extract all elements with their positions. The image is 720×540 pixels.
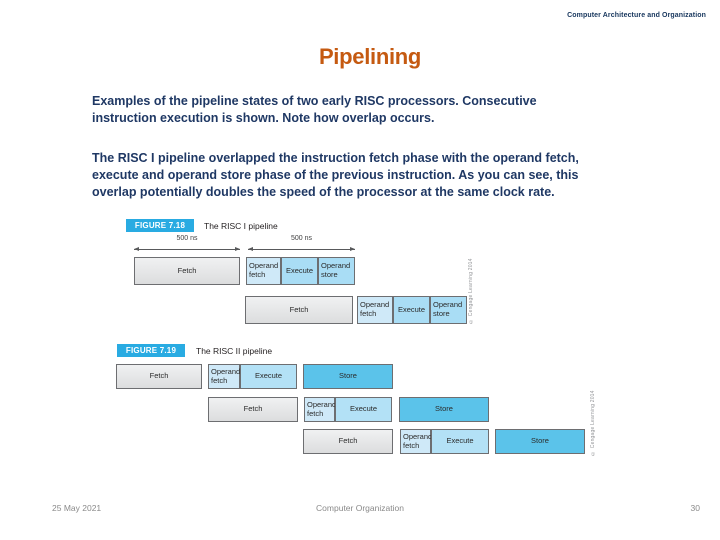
- stage-cell-execute: Execute: [393, 296, 430, 324]
- stage-cell-execute: Execute: [335, 397, 392, 422]
- paragraph-1-line-2: instruction execution is shown. Note how…: [92, 111, 435, 125]
- stage-cell-fetch: Fetch: [134, 257, 240, 285]
- stage-cell-fetch: Fetch: [116, 364, 202, 389]
- stage-cell-fetch: Fetch: [245, 296, 353, 324]
- figure-7-19-credit: © Cengage Learning 2014: [590, 390, 596, 456]
- stage-cell-operand-fetch: Operand fetch: [400, 429, 432, 454]
- timing-label-1: 500 ns: [176, 235, 198, 242]
- timing-label-2: 500 ns: [290, 235, 313, 242]
- footer-title: Computer Organization: [316, 503, 404, 513]
- paragraph-1: Examples of the pipeline states of two e…: [92, 93, 537, 127]
- stage-cell-store: Store: [399, 397, 489, 422]
- paragraph-2-line-1: The RISC I pipeline overlapped the instr…: [92, 151, 579, 165]
- stage-cell-fetch: Fetch: [208, 397, 298, 422]
- stage-cell-execute: Execute: [281, 257, 318, 285]
- stage-cell-store: Store: [303, 364, 393, 389]
- stage-cell-execute: Execute: [431, 429, 489, 454]
- stage-cell-operand-fetch: Operand fetch: [246, 257, 281, 285]
- course-header: Computer Architecture and Organization: [567, 12, 706, 19]
- paragraph-2: The RISC I pipeline overlapped the instr…: [92, 150, 579, 201]
- stage-cell-operand-fetch: Operand fetch: [357, 296, 393, 324]
- timing-arrow-1: [134, 247, 240, 251]
- stage-cell-operand-fetch: Operand fetch: [304, 397, 336, 422]
- stage-cell-fetch: Fetch: [303, 429, 393, 454]
- footer-page-number: 30: [690, 503, 700, 513]
- footer-date: 25 May 2021: [52, 503, 102, 513]
- figure-7-19-caption: The RISC II pipeline: [196, 346, 273, 356]
- figure-7-18-caption: The RISC I pipeline: [204, 221, 278, 231]
- figure-7-19-label: FIGURE 7.19: [117, 344, 185, 357]
- stage-cell-execute: Execute: [240, 364, 297, 389]
- stage-cell-operand-fetch: Operand fetch: [208, 364, 240, 389]
- stage-cell-store: Store: [495, 429, 585, 454]
- timing-arrow-2: [248, 247, 355, 251]
- stage-cell-operand-store: Operand store: [430, 296, 467, 324]
- paragraph-2-line-2: execute and operand store phase of the p…: [92, 168, 579, 182]
- stage-cell-operand-store: Operand store: [318, 257, 355, 285]
- paragraph-2-line-3: overlap potentially doubles the speed of…: [92, 185, 555, 199]
- paragraph-1-line-1: Examples of the pipeline states of two e…: [92, 94, 537, 108]
- figure-7-18-label: FIGURE 7.18: [126, 219, 194, 232]
- page-title: Pipelining: [318, 44, 422, 69]
